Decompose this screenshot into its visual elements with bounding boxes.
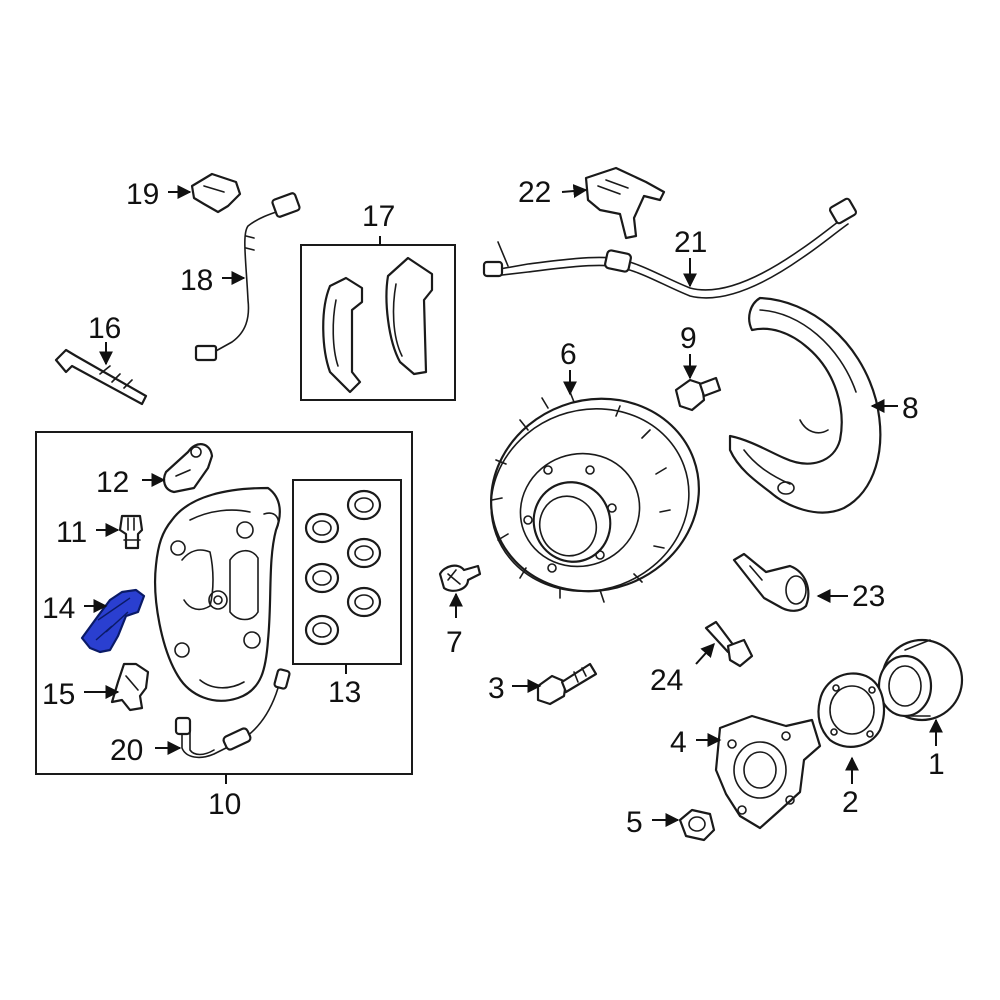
- shield-bolt-part[interactable]: [674, 376, 722, 412]
- callout-16: 16: [88, 312, 121, 345]
- callout-19: 19: [126, 178, 159, 211]
- callout-3: 3: [488, 672, 505, 705]
- brake-line-part[interactable]: [482, 197, 858, 299]
- caliper-part[interactable]: [154, 486, 281, 702]
- wear-sensor-part[interactable]: [194, 192, 301, 362]
- bleeder-screw-part[interactable]: [118, 514, 144, 550]
- callout-12: 12: [96, 466, 129, 499]
- spring-clip-part[interactable]: [110, 662, 150, 712]
- callout-21: 21: [674, 226, 707, 259]
- brake-pads-part[interactable]: [322, 256, 434, 394]
- callout-5: 5: [626, 806, 643, 839]
- callout-18: 18: [180, 264, 213, 297]
- callout-1: 1: [928, 748, 945, 781]
- splash-shield-part[interactable]: [728, 296, 882, 514]
- callout-14: 14: [42, 592, 75, 625]
- callout-22: 22: [518, 176, 551, 209]
- abs-sensor-part[interactable]: [732, 552, 810, 612]
- axle-nut-part[interactable]: [678, 808, 716, 842]
- callout-9: 9: [680, 322, 697, 355]
- sensor-bolt-part[interactable]: [704, 620, 754, 668]
- sensor-clip-part[interactable]: [190, 172, 242, 214]
- callout-11: 11: [56, 516, 87, 549]
- line-bracket-part[interactable]: [584, 166, 666, 240]
- callout-2: 2: [842, 786, 859, 819]
- callout-13: 13: [328, 676, 361, 709]
- callout-24: 24: [650, 664, 683, 697]
- leader-lines: [84, 184, 943, 827]
- hub-carrier-part[interactable]: [714, 714, 822, 830]
- caliper-bolt-part[interactable]: [54, 348, 148, 406]
- brake-hose-part[interactable]: [174, 668, 291, 759]
- callout-15: 15: [42, 678, 75, 711]
- callout-7: 7: [446, 626, 463, 659]
- highlighted-spring-clip-part[interactable]: [80, 588, 146, 654]
- brake-rotor-part[interactable]: [464, 370, 726, 620]
- callout-10: 10: [208, 788, 241, 821]
- callout-4: 4: [670, 726, 687, 759]
- callout-6: 6: [560, 338, 577, 371]
- rotor-screw-part[interactable]: [438, 564, 482, 592]
- callout-23: 23: [852, 580, 885, 613]
- callout-8: 8: [902, 392, 919, 425]
- wheel-bearing-part[interactable]: [877, 638, 964, 722]
- callout-labels: 19 18 17 16 22 21 6 9 8 12 11 14 15 20 1…: [42, 176, 945, 839]
- piston-seals-part[interactable]: [304, 489, 382, 646]
- callout-17: 17: [362, 200, 395, 233]
- callout-20: 20: [110, 734, 143, 767]
- hub-gasket-part[interactable]: [817, 672, 886, 748]
- hub-bolt-part[interactable]: [536, 662, 598, 706]
